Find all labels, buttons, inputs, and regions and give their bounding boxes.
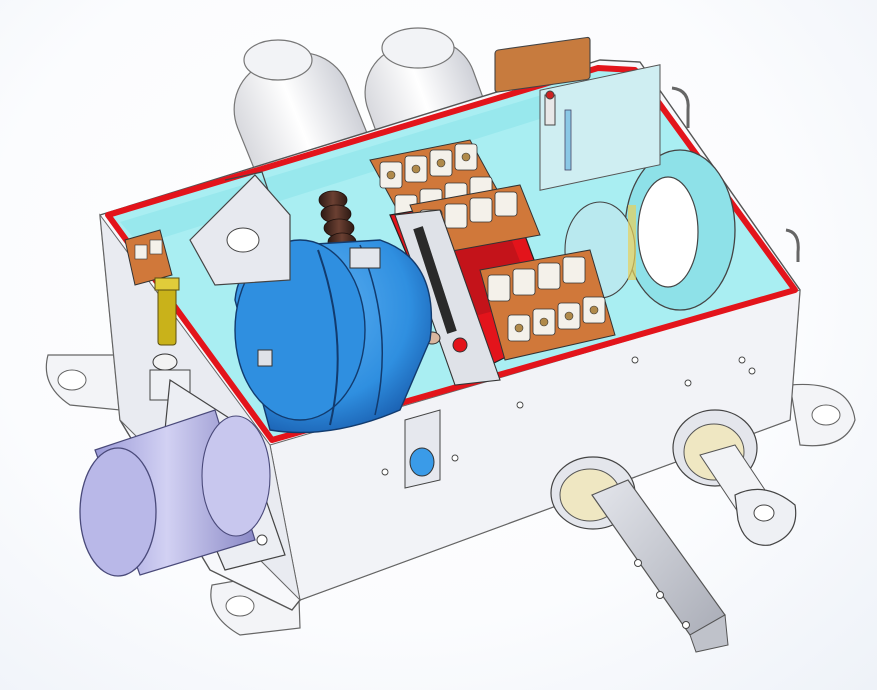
internal-cylinder-housing xyxy=(539,64,736,311)
cam-gear-assembly xyxy=(394,209,501,386)
output-shaft-eye xyxy=(672,409,797,546)
blue-motor xyxy=(234,239,433,434)
terminal-block-left xyxy=(124,229,173,286)
limit-switch xyxy=(494,36,591,171)
housing-holes xyxy=(381,356,756,476)
lavender-cylinder xyxy=(79,409,271,577)
mounting-foot-left xyxy=(45,354,126,411)
mounting-foot-right xyxy=(789,383,856,447)
mount-bracket xyxy=(189,171,291,286)
wire-hook-right xyxy=(671,86,800,262)
output-shaft-square xyxy=(550,456,729,653)
terminal-block-lower xyxy=(479,249,616,361)
lower-slot-bracket xyxy=(404,409,441,489)
